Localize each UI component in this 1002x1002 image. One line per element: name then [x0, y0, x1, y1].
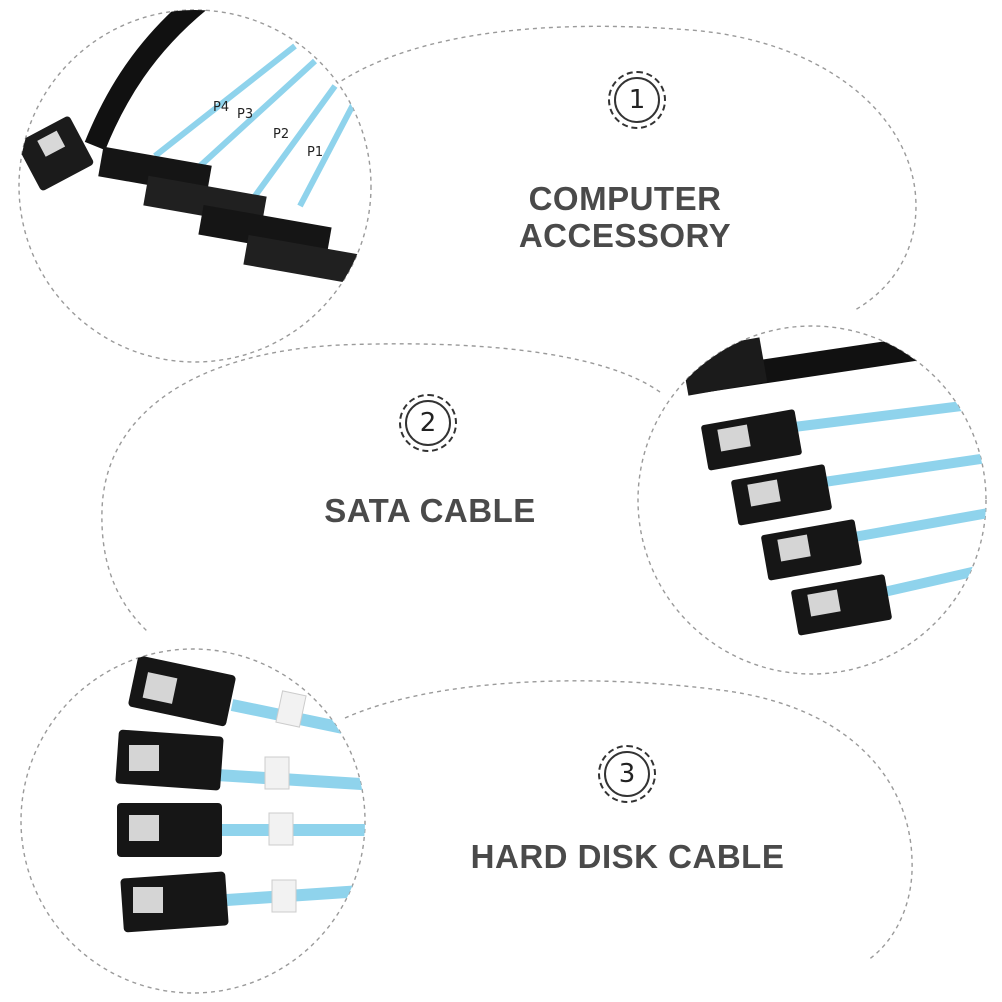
section-title-hard-disk-cable: HARD DISK CABLE: [470, 838, 785, 875]
photo-sas-breakout-cable: P4 P3 P2 P1: [18, 9, 372, 363]
step-number-3: 3: [604, 751, 650, 797]
port-label-p2: P2: [273, 127, 289, 142]
sas-connector: [19, 116, 94, 191]
blob-3: [344, 680, 913, 961]
section-title-computer-accessory: COMPUTER ACCESSORY: [490, 180, 760, 254]
port-label-p4: P4: [213, 100, 229, 115]
port-label-p3: P3: [237, 107, 253, 122]
step-badge-1: 1: [608, 71, 666, 129]
photo-hard-disk-cable: [20, 648, 366, 994]
step-number-1: 1: [614, 77, 660, 123]
step-number-2: 2: [405, 400, 451, 446]
blob-1: [334, 25, 917, 311]
photo-sata-cable: [637, 325, 987, 675]
title-line-1: COMPUTER: [528, 180, 722, 217]
section-title-sata-cable: SATA CABLE: [324, 492, 536, 529]
step-badge-3: 3: [598, 745, 656, 803]
connector-group: [98, 146, 371, 288]
title-line-2: ACCESSORY: [518, 217, 732, 254]
black-trunk-cable: [84, 10, 207, 151]
blue-cables: [153, 43, 358, 208]
blob-2: [101, 343, 661, 633]
step-badge-2: 2: [399, 394, 457, 452]
port-label-p1: P1: [307, 145, 323, 160]
